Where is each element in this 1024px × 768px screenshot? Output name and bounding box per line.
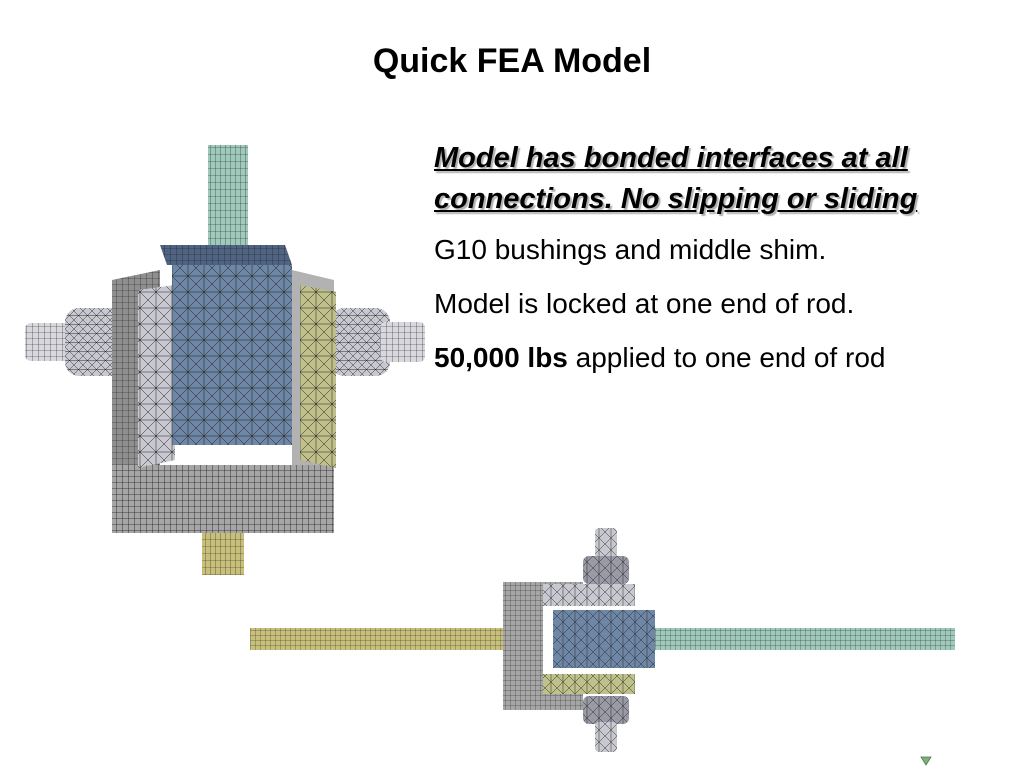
bullet-bushings: G10 bushings and middle shim. (434, 234, 827, 265)
side-top-bushing (543, 584, 635, 606)
heading-bullet: Model has bonded interfaces at all conne… (434, 142, 918, 215)
center-block (160, 245, 292, 445)
fea-mesh-3d-view (25, 145, 425, 575)
bullet-locked: Model is locked at one end of rod. (434, 288, 855, 319)
side-top-bolt (583, 528, 629, 584)
side-center-block (553, 610, 655, 668)
side-bottom-bolt (583, 696, 629, 752)
small-logo-icon (920, 756, 932, 766)
slide-title: Quick FEA Model (372, 42, 652, 80)
right-bolt (330, 308, 425, 376)
side-left-rod (250, 628, 505, 650)
side-right-rod (655, 628, 955, 650)
side-bottom-shim (543, 674, 635, 694)
top-rod (208, 145, 248, 260)
right-shim (300, 285, 336, 468)
fea-mesh-side-view (250, 528, 955, 752)
bullet-load: 50,000 lbs applied to one end of rod (434, 338, 974, 378)
bullet-list: Model has bonded interfaces at all conne… (434, 138, 974, 392)
load-value: 50,000 lbs (434, 342, 568, 373)
left-bushing (138, 285, 175, 468)
side-clevis (503, 582, 583, 710)
bottom-rod (202, 525, 244, 575)
load-description: applied to one end of rod (567, 342, 886, 373)
bracket-base (112, 465, 334, 533)
